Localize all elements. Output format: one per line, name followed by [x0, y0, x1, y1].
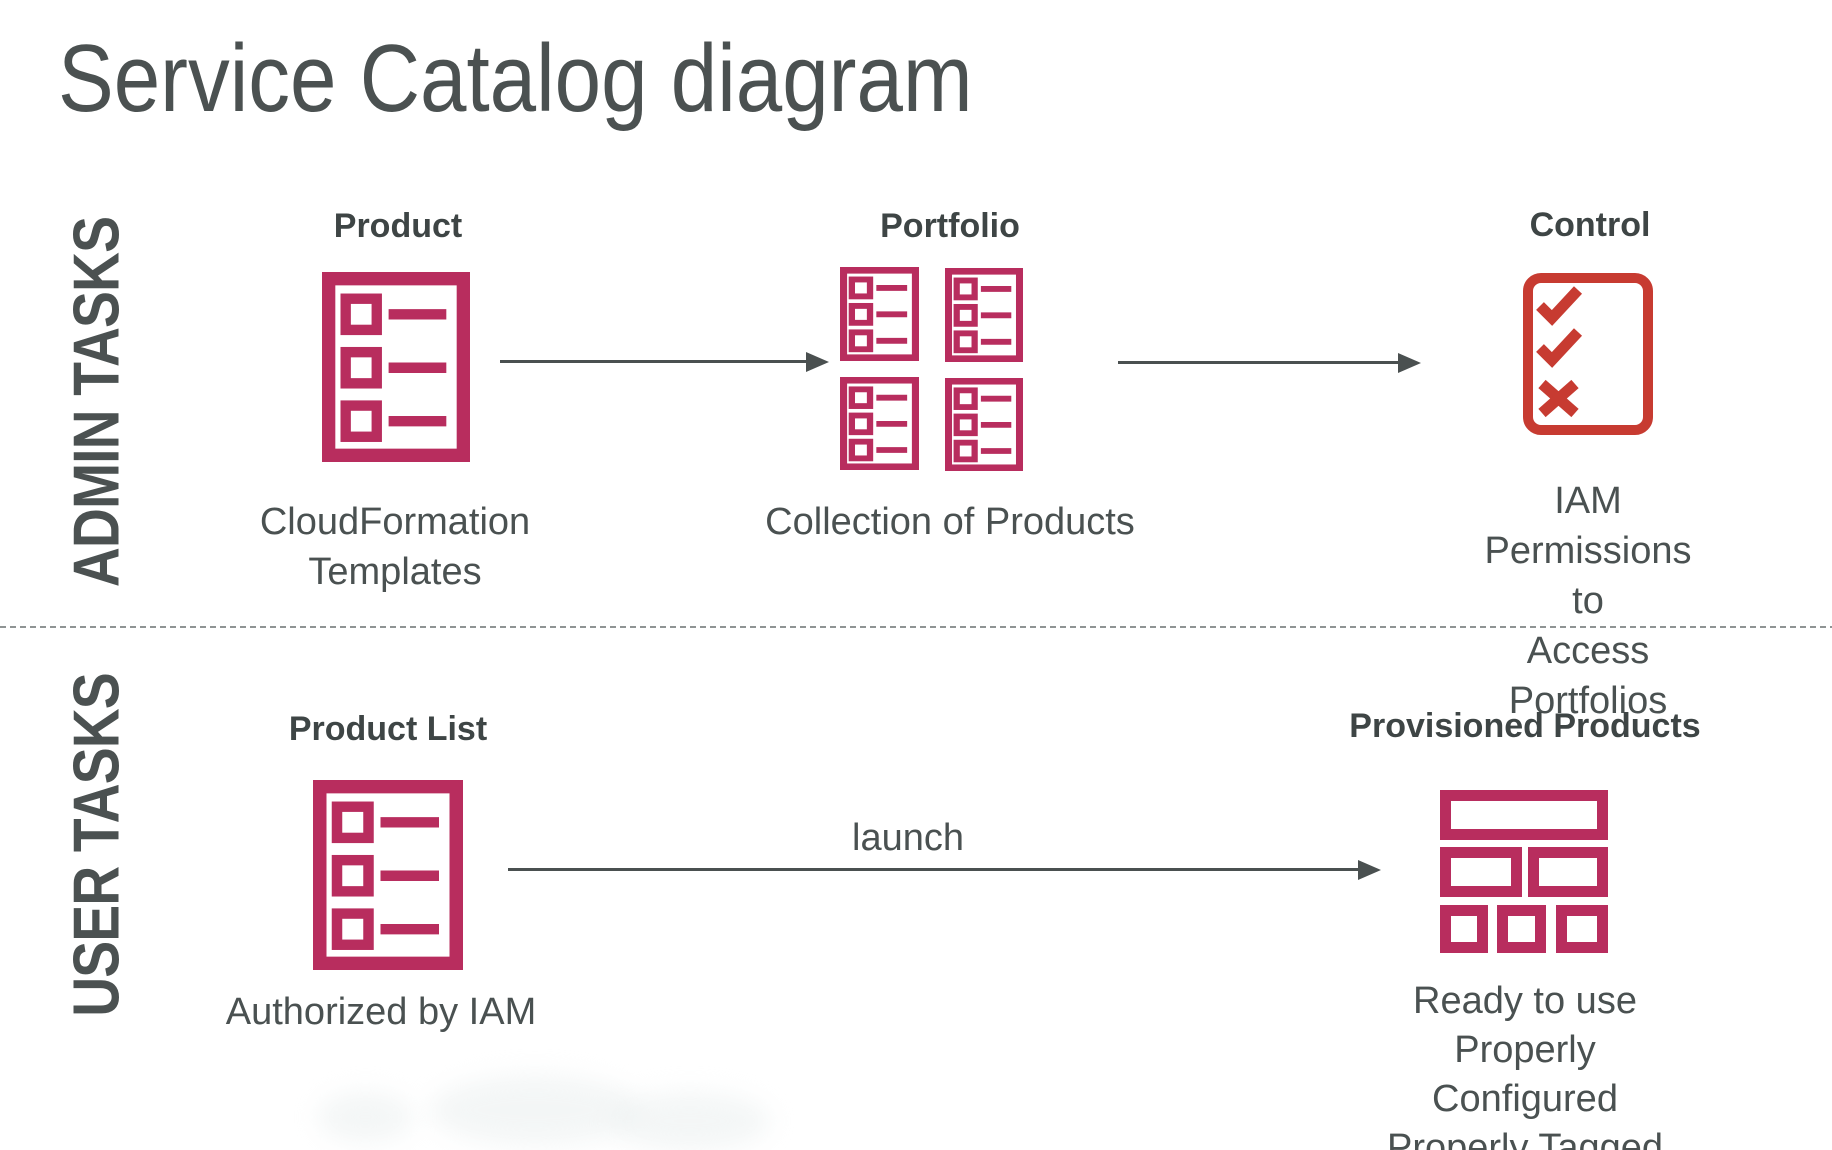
checklist-control-icon [1523, 273, 1653, 435]
product-caption: CloudFormation Templates [259, 501, 531, 593]
smudge-artifact [430, 1075, 640, 1145]
product-list-caption: Authorized by IAM [225, 991, 537, 1033]
arrow-product-to-portfolio [500, 360, 806, 363]
row-divider [0, 626, 1832, 628]
product-list-document-icon [313, 780, 463, 970]
page-title: Service Catalog diagram [58, 25, 973, 132]
provisioned-products-bricks-icon [1440, 790, 1608, 953]
arrow-portfolio-to-control [1118, 361, 1398, 364]
product-step-label: Product [333, 207, 463, 245]
arrow-launch-head [1358, 860, 1381, 880]
portfolio-grid-of-products-icon [840, 267, 919, 361]
control-caption: IAM Permissions to Access Portfolios [1484, 480, 1692, 722]
control-step-label: Control [1529, 206, 1651, 244]
portfolio-grid-of-products-icon [945, 268, 1023, 362]
arrow-product-to-portfolio-head [806, 352, 829, 372]
arrow-portfolio-to-control-head [1398, 353, 1421, 373]
product-list-step-label: Product List [288, 710, 488, 748]
arrow-launch [508, 868, 1358, 871]
portfolio-grid-of-products-icon [945, 378, 1023, 471]
smudge-artifact [610, 1092, 770, 1150]
product-list-document-icon [322, 272, 470, 462]
admin-tasks-row-label: ADMIN TASKS [59, 216, 133, 588]
launch-arrow-label: launch [852, 817, 964, 859]
provisioned-products-step-label: Provisioned Products [1349, 707, 1701, 745]
portfolio-caption: Collection of Products [765, 501, 1135, 543]
provisioned-products-caption: Ready to use Properly Configured Properl… [1386, 980, 1664, 1150]
user-tasks-row-label: USER TASKS [59, 673, 133, 1017]
smudge-artifact [318, 1092, 413, 1142]
portfolio-step-label: Portfolio [880, 207, 1020, 245]
portfolio-grid-of-products-icon [840, 377, 919, 470]
